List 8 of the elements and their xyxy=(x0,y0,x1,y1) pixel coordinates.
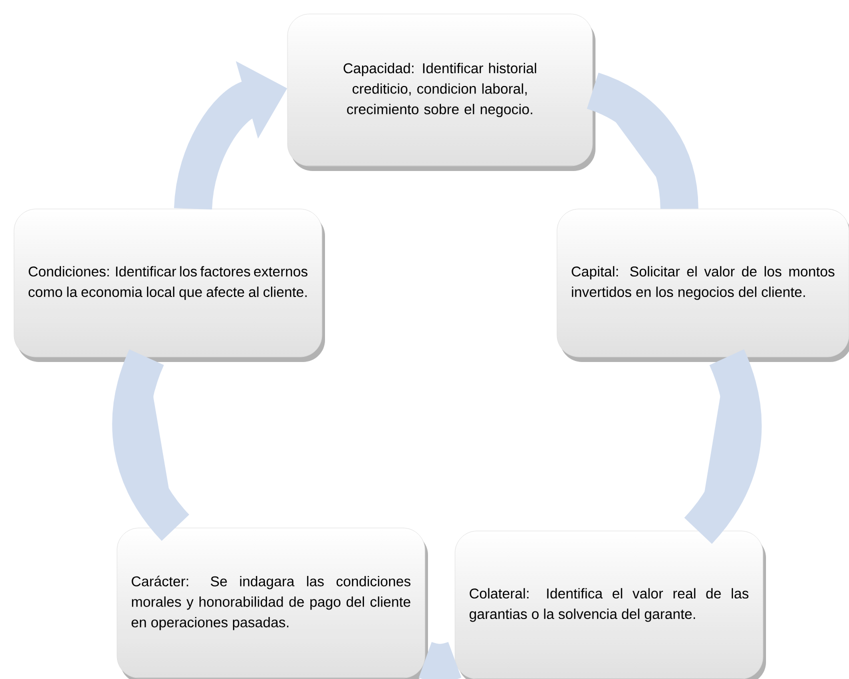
text-box: Condiciones: Identificar los factores externos como la economia local que afecte al cliente. xyxy=(14,208,325,362)
cycle-arrow xyxy=(586,72,698,210)
text-box: Colateral: Identifica el valor real de las garantias o la solvencia del garante. xyxy=(454,530,766,679)
cycle-arrow xyxy=(684,350,762,544)
text-box: Capacidad: Identificar historial crediticio, condicion laboral, crecimiento sobre el negocio. xyxy=(287,14,596,171)
cycle-arrow xyxy=(112,350,190,540)
text-box: Capital: Solicitar el valor de los montos invertidos en los negocios del cliente. xyxy=(556,208,849,362)
text-box: Carácter: Se indagara las condiciones morales y honorabilidad de pago del cliente en operaciones pasadas. xyxy=(116,528,428,679)
